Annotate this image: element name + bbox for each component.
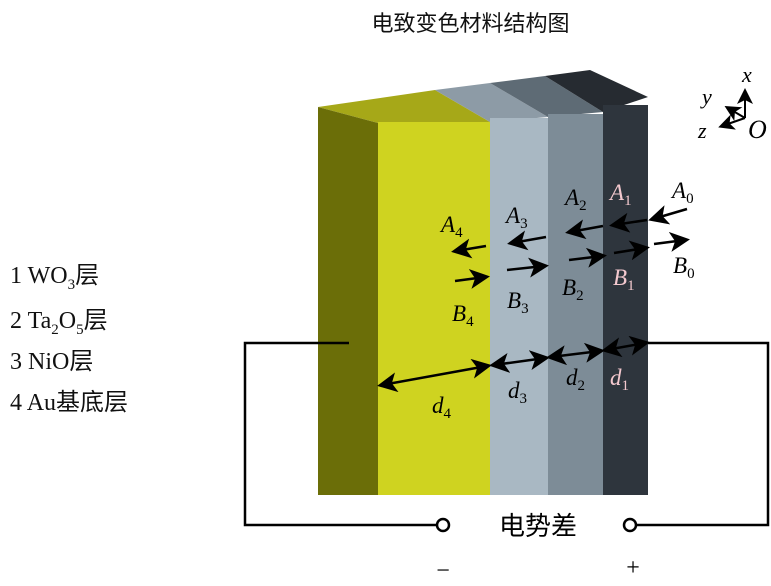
svg-text:B0: B0 (673, 253, 695, 282)
a-labels: A0 A1 A2 A3 A4 (439, 178, 694, 241)
svg-text:B1: B1 (613, 265, 635, 294)
axis-y-label: y (700, 84, 712, 109)
svg-text:A4: A4 (439, 212, 463, 241)
top-face-yellow (318, 90, 490, 123)
svg-text:A0: A0 (670, 178, 694, 207)
d-labels: d1 d2 d3 d4 (432, 365, 629, 422)
legend-item-ta2o5: 2 Ta2O5层 (10, 308, 108, 338)
svg-text:A2: A2 (563, 185, 587, 214)
svg-text:B4: B4 (452, 301, 474, 330)
minus-sign: − (436, 558, 450, 584)
side-face-wo3 (318, 107, 378, 495)
top-face-mid (490, 76, 603, 117)
svg-text:d3: d3 (508, 378, 527, 407)
layer-nio (548, 114, 603, 495)
svg-text:A1: A1 (608, 180, 632, 209)
terminal-positive (622, 517, 638, 533)
svg-text:d1: d1 (610, 365, 629, 394)
circuit-wire (243, 341, 770, 527)
terminal-negative (435, 517, 451, 533)
layer-ta2o5 (490, 118, 548, 495)
thickness-arrows (377, 335, 650, 393)
layer-au (603, 105, 648, 495)
b-labels: B0 B1 B2 B3 B4 (452, 253, 695, 330)
svg-text:B2: B2 (562, 275, 584, 304)
svg-text:d4: d4 (432, 393, 452, 422)
axis-x-label: x (741, 62, 752, 87)
diagram-title: 电致变色材料结构图 (371, 12, 570, 37)
axis-z-label: z (697, 118, 707, 143)
plus-sign: + (626, 555, 640, 581)
axis-origin-label: O (748, 115, 767, 144)
transmission-arrows (454, 232, 690, 289)
legend-item-nio: 3 NiO层 (10, 349, 94, 375)
top-face-light (435, 83, 548, 122)
layer-wo3 (378, 122, 490, 495)
legend-item-wo3: 1 WO3层 (10, 263, 100, 293)
svg-text:B3: B3 (507, 288, 529, 317)
legend-item-au: 4 Au基底层 (10, 390, 129, 416)
svg-text:d2: d2 (566, 365, 585, 394)
svg-text:A3: A3 (504, 203, 528, 232)
top-face-dark (545, 70, 648, 112)
coordinate-axes-icon (718, 88, 753, 130)
potential-difference-label: 电势差 (499, 512, 577, 542)
reflection-arrows (451, 205, 688, 259)
